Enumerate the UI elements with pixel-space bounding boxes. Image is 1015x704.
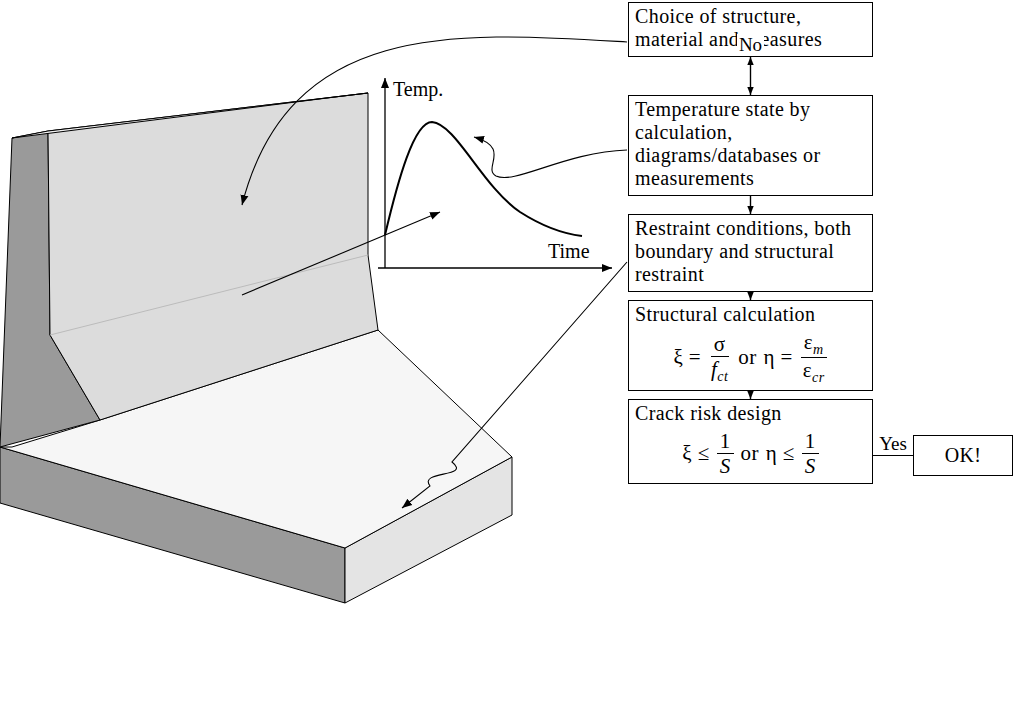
fraction: σfct xyxy=(708,332,731,384)
fraction-denominator: fct xyxy=(708,357,731,384)
fraction-numerator: σ xyxy=(711,332,729,357)
flow-arrow xyxy=(873,455,913,456)
box-heading: Restraint conditions, both boundary and … xyxy=(635,217,866,286)
formula-symbol: ct xyxy=(717,369,728,384)
formula-symbol: cr xyxy=(812,370,824,385)
leader-structure xyxy=(242,37,627,205)
edge-label: Yes xyxy=(877,433,909,455)
process-box: Restraint conditions, both boundary and … xyxy=(628,214,873,292)
temp-axis xyxy=(384,78,385,268)
wall-fillet-edge xyxy=(50,255,368,335)
fraction-numerator: εm xyxy=(801,330,827,358)
edge-label: No xyxy=(737,34,764,56)
fraction: εmεcr xyxy=(800,330,828,385)
fraction: 1S xyxy=(717,429,734,478)
wall-and-slab xyxy=(0,93,512,603)
formula-symbol: S xyxy=(720,454,731,478)
wall-top-face xyxy=(12,93,368,138)
formula-term: ξ = xyxy=(673,346,701,369)
fraction-denominator: S xyxy=(802,454,819,478)
formula-symbol: ε xyxy=(803,358,812,382)
process-box: OK! xyxy=(913,435,1013,476)
formula-symbol: m xyxy=(813,342,824,357)
formula-symbol: S xyxy=(805,454,816,478)
axis-label: Temp. xyxy=(393,78,443,101)
fraction-denominator: S xyxy=(717,454,734,478)
formula-symbol: f xyxy=(711,357,717,381)
process-box: Crack risk designξ ≤1Sorη ≤1S xyxy=(628,399,873,484)
leader-temperature xyxy=(474,137,627,178)
formula-symbol: σ xyxy=(714,332,726,356)
fraction-numerator: 1 xyxy=(802,429,819,454)
process-box: Structural calculationξ =σfctorη =εmεcr xyxy=(628,300,873,391)
formula-term: or xyxy=(738,346,756,369)
leader-restraint xyxy=(402,262,627,508)
leader-wall-temperature xyxy=(242,212,440,295)
fraction: 1S xyxy=(802,429,819,478)
formula-term: η ≤ xyxy=(766,442,795,465)
formula: ξ ≤1Sorη ≤1S xyxy=(635,429,866,478)
box-heading: OK! xyxy=(918,444,1008,467)
formula-term: η = xyxy=(764,346,793,369)
box-heading: Crack risk design xyxy=(635,402,866,425)
temperature-curve xyxy=(385,122,582,236)
formula: ξ =σfctorη =εmεcr xyxy=(635,330,866,385)
formula-term: or xyxy=(741,442,759,465)
box-heading: Temperature state by calculation, diagra… xyxy=(635,98,866,190)
fraction-denominator: εcr xyxy=(800,358,828,385)
formula-symbol: 1 xyxy=(805,429,816,453)
temperature-graph xyxy=(378,78,612,268)
fraction-numerator: 1 xyxy=(717,429,734,454)
wall-front-face xyxy=(48,93,378,420)
formula-term: ξ ≤ xyxy=(682,442,709,465)
formula-symbol: ε xyxy=(804,330,813,354)
axis-label: Time xyxy=(548,240,590,263)
time-axis xyxy=(378,267,612,268)
process-box: Temperature state by calculation, diagra… xyxy=(628,95,873,196)
box-heading: Structural calculation xyxy=(635,303,866,326)
formula-symbol: 1 xyxy=(720,429,731,453)
leader-lines xyxy=(242,37,627,508)
